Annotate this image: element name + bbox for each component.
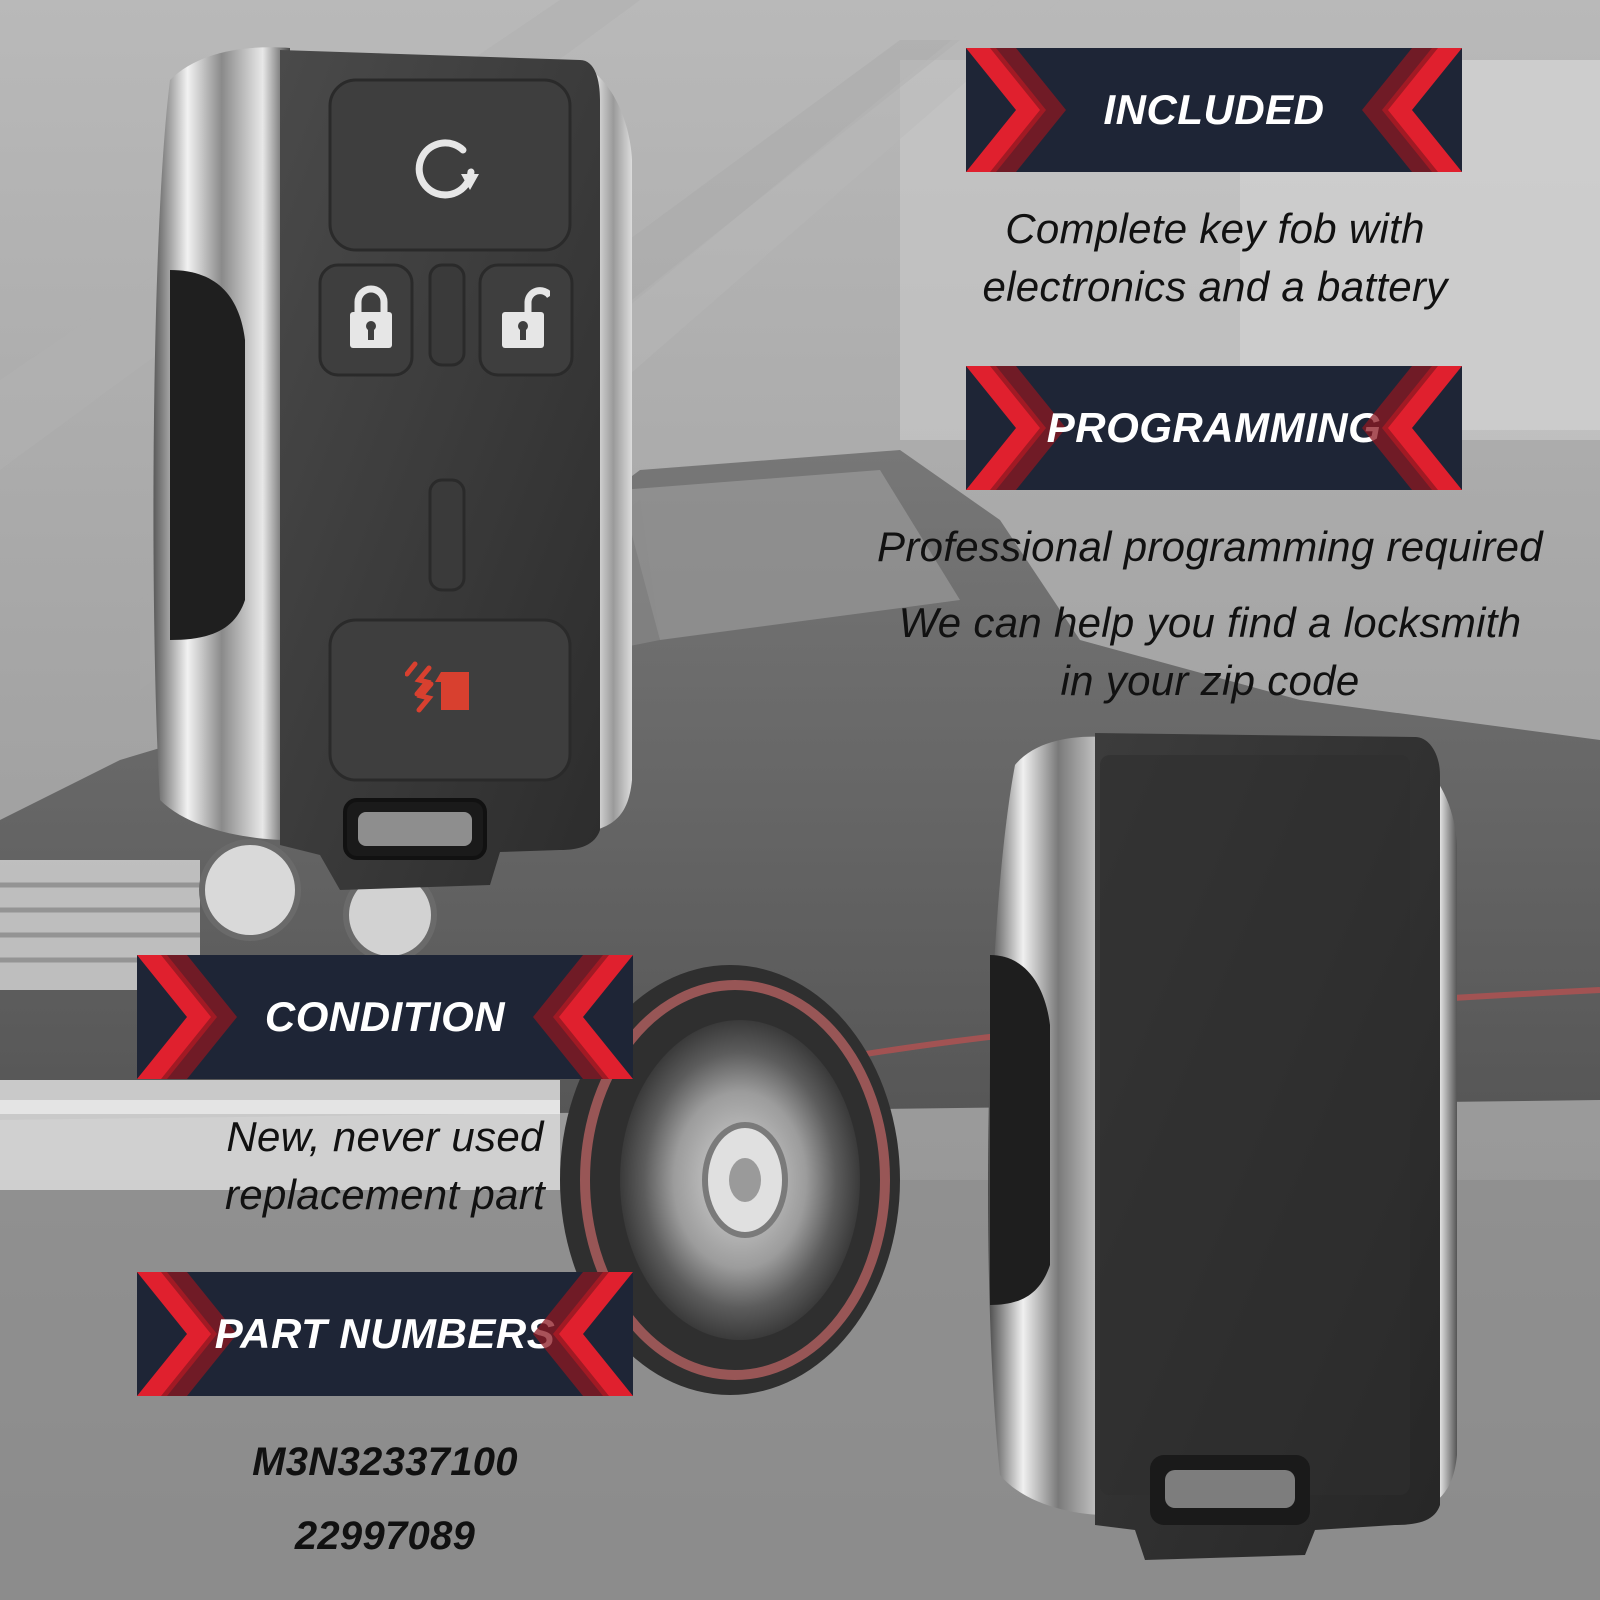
programming-line-3: in your zip code xyxy=(1060,657,1360,704)
programming-banner: PROGRAMMING xyxy=(966,366,1462,490)
condition-line-2: replacement part xyxy=(225,1171,545,1218)
part-number-1: M3N32337100 xyxy=(252,1440,518,1484)
programming-title: PROGRAMMING xyxy=(1046,404,1382,451)
key-fob-back-image xyxy=(988,733,1457,1560)
included-banner: INCLUDED xyxy=(966,48,1462,172)
included-title: INCLUDED xyxy=(1103,86,1325,133)
condition-title: CONDITION xyxy=(264,993,506,1040)
lock-icon xyxy=(350,285,392,348)
chevron-left-icon xyxy=(533,1272,633,1396)
programming-description: Professional programming required We can… xyxy=(830,518,1590,710)
chevron-left-icon xyxy=(1362,48,1462,172)
key-fob-front-image xyxy=(153,47,632,890)
unlock-icon xyxy=(502,287,550,348)
programming-line-1: Professional programming required xyxy=(877,523,1543,570)
part-numbers-list: M3N32337100 22997089 xyxy=(137,1425,633,1573)
condition-line-1: New, never used xyxy=(226,1113,544,1160)
chevron-right-icon xyxy=(966,48,1066,172)
part-numbers-title: PART NUMBERS xyxy=(214,1310,556,1357)
chevron-right-icon xyxy=(137,955,237,1079)
condition-description: New, never used replacement part xyxy=(137,1108,633,1224)
chevron-left-icon xyxy=(533,955,633,1079)
chevron-right-icon xyxy=(966,366,1066,490)
included-description: Complete key fob with electronics and a … xyxy=(900,200,1530,316)
panic-icon xyxy=(405,661,469,713)
included-line-1: Complete key fob with xyxy=(1005,205,1425,252)
part-number-2: 22997089 xyxy=(294,1514,476,1558)
part-numbers-banner: PART NUMBERS xyxy=(137,1272,633,1396)
condition-banner: CONDITION xyxy=(137,955,633,1079)
chevron-left-icon xyxy=(1362,366,1462,490)
chevron-right-icon xyxy=(137,1272,237,1396)
included-line-2: electronics and a battery xyxy=(982,263,1448,310)
programming-line-2: We can help you find a locksmith xyxy=(898,599,1522,646)
remote-start-icon xyxy=(415,139,479,199)
